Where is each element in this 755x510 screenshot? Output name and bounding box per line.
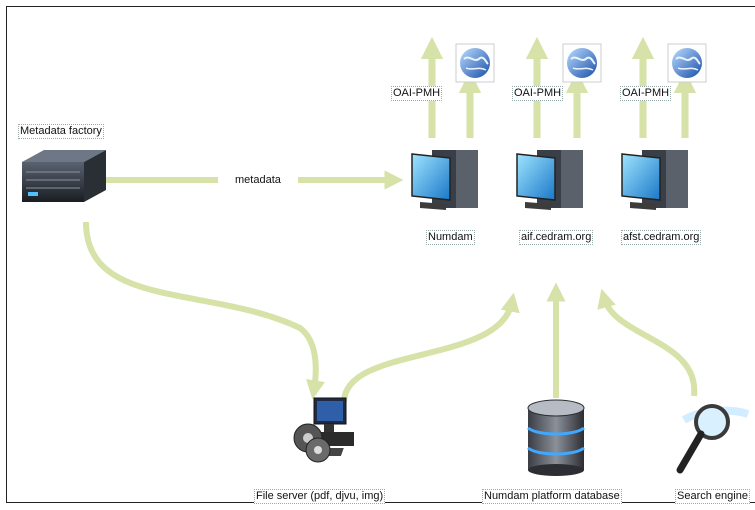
factory-label: Metadata factory (18, 124, 104, 139)
web-server-icon-numdam (411, 150, 478, 210)
site-label-afst: afst.cedram.org (621, 230, 702, 245)
web-server-icon-afst (621, 150, 688, 210)
globe-icon-1 (455, 43, 495, 83)
oai-label-1: OAI-PMH (391, 86, 443, 101)
database-icon (527, 399, 585, 476)
oai-label-2: OAI-PMH (512, 86, 564, 101)
search-to-sites-arrow (597, 288, 698, 397)
factory-to-fileserver-arrow (83, 221, 325, 400)
file-server-label: File server (pdf, djvu, img) (254, 489, 386, 504)
site-label-numdam: Numdam (426, 230, 475, 245)
globe-icon-3 (667, 43, 707, 83)
database-label: Numdam platform database (482, 489, 622, 504)
server-rack-icon (22, 150, 106, 202)
file-server-icon (293, 397, 354, 463)
magnifier-icon (676, 404, 750, 474)
globe-icon-2 (562, 43, 602, 83)
search-engine-label: Search engine (675, 489, 750, 504)
web-server-icon-aif (516, 150, 583, 210)
fileserver-to-sites-arrow (341, 292, 520, 403)
site-label-aif: aif.cedram.org (519, 230, 594, 245)
oai-label-3: OAI-PMH (620, 86, 672, 101)
metadata-label: metadata (234, 174, 282, 187)
